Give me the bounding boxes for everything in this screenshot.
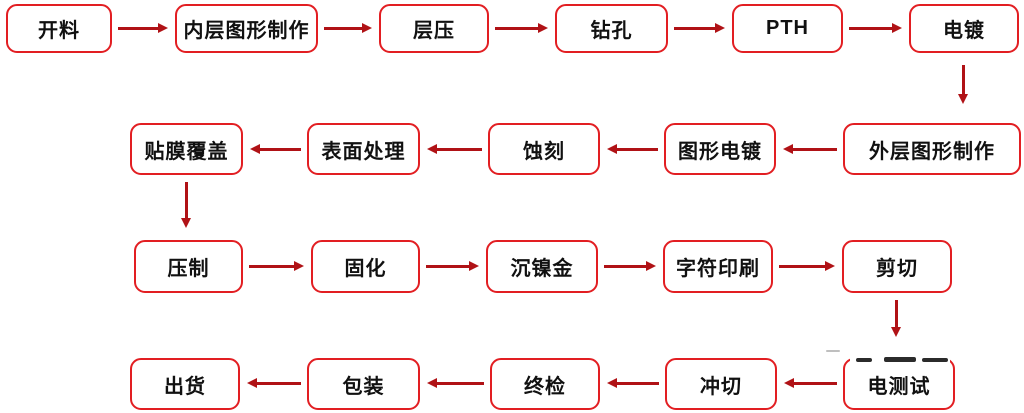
flow-arrow-left-icon [607,144,658,154]
node-shipping: 出货 [130,358,240,410]
node-label: 出货 [164,375,206,398]
node-silkscreen-printing: 字符印刷 [663,240,773,293]
node-label: 贴膜覆盖 [144,140,229,163]
flow-arrow-right-icon [495,23,548,33]
flow-arrow-right-icon [849,23,902,33]
node-shearing: 剪切 [842,240,952,293]
flow-arrow-left-icon [783,144,837,154]
node-pattern-plating: 图形电镀 [664,123,776,175]
node-electrical-test: 电测试 [843,358,955,410]
node-label: 开料 [38,20,80,42]
node-surface-treatment: 表面处理 [307,123,420,175]
node-label: 固化 [344,258,387,280]
node-label: 蚀刻 [523,140,565,163]
node-inner-layer-pattern: 内层图形制作 [175,4,318,53]
flow-arrow-right-icon [118,23,168,33]
node-label: 表面处理 [321,140,406,163]
node-label: 内层图形制作 [183,20,310,42]
watermark-smudge [884,357,916,362]
node-label: 终检 [524,375,566,398]
node-label: 电测试 [867,375,931,398]
node-label: 字符印刷 [676,258,760,280]
flow-arrow-left-icon [427,144,482,154]
node-outer-layer-pattern: 外层图形制作 [843,123,1021,175]
flow-arrow-left-icon [607,378,659,388]
node-label: 冲切 [700,375,742,398]
node-punching: 冲切 [665,358,777,410]
flow-arrow-left-icon [427,378,484,388]
watermark-smudge [922,358,948,362]
node-final-inspection: 终检 [490,358,600,410]
flow-arrow-down-icon [890,300,901,337]
watermark-erasure-patch [850,346,950,366]
node-label: 层压 [413,20,455,42]
watermark-smudge [826,350,840,352]
node-lamination: 层压 [379,4,489,53]
node-curing: 固化 [311,240,420,293]
watermark-smudge [856,358,872,362]
node-pressing: 压制 [134,240,243,293]
flow-arrow-down-icon [180,182,191,228]
node-pth: PTH [732,4,843,53]
node-label: 剪切 [876,258,918,280]
flow-arrow-left-icon [784,378,837,388]
node-enig: 沉镍金 [486,240,598,293]
node-label: 压制 [167,258,210,280]
flow-arrow-right-icon [604,261,656,271]
flow-arrow-right-icon [249,261,304,271]
flow-arrow-right-icon [779,261,835,271]
node-material-cutting: 开料 [6,4,112,53]
flow-arrow-left-icon [250,144,301,154]
flow-arrow-left-icon [247,378,301,388]
flow-arrow-right-icon [426,261,479,271]
flow-arrow-right-icon [674,23,725,33]
flow-arrow-right-icon [324,23,372,33]
node-label: 图形电镀 [678,140,762,163]
node-label: 包装 [342,375,385,398]
node-label: 沉镍金 [510,258,574,280]
node-label: 电镀 [943,20,985,42]
node-label: 外层图形制作 [869,140,995,163]
node-etching: 蚀刻 [488,123,600,175]
flow-arrow-down-icon [957,65,968,104]
node-label: PTH [766,17,809,39]
node-label: 钻孔 [590,20,633,42]
node-packaging: 包装 [307,358,420,410]
node-drilling: 钻孔 [555,4,668,53]
node-plating: 电镀 [909,4,1019,53]
node-film-covering: 贴膜覆盖 [130,123,243,175]
